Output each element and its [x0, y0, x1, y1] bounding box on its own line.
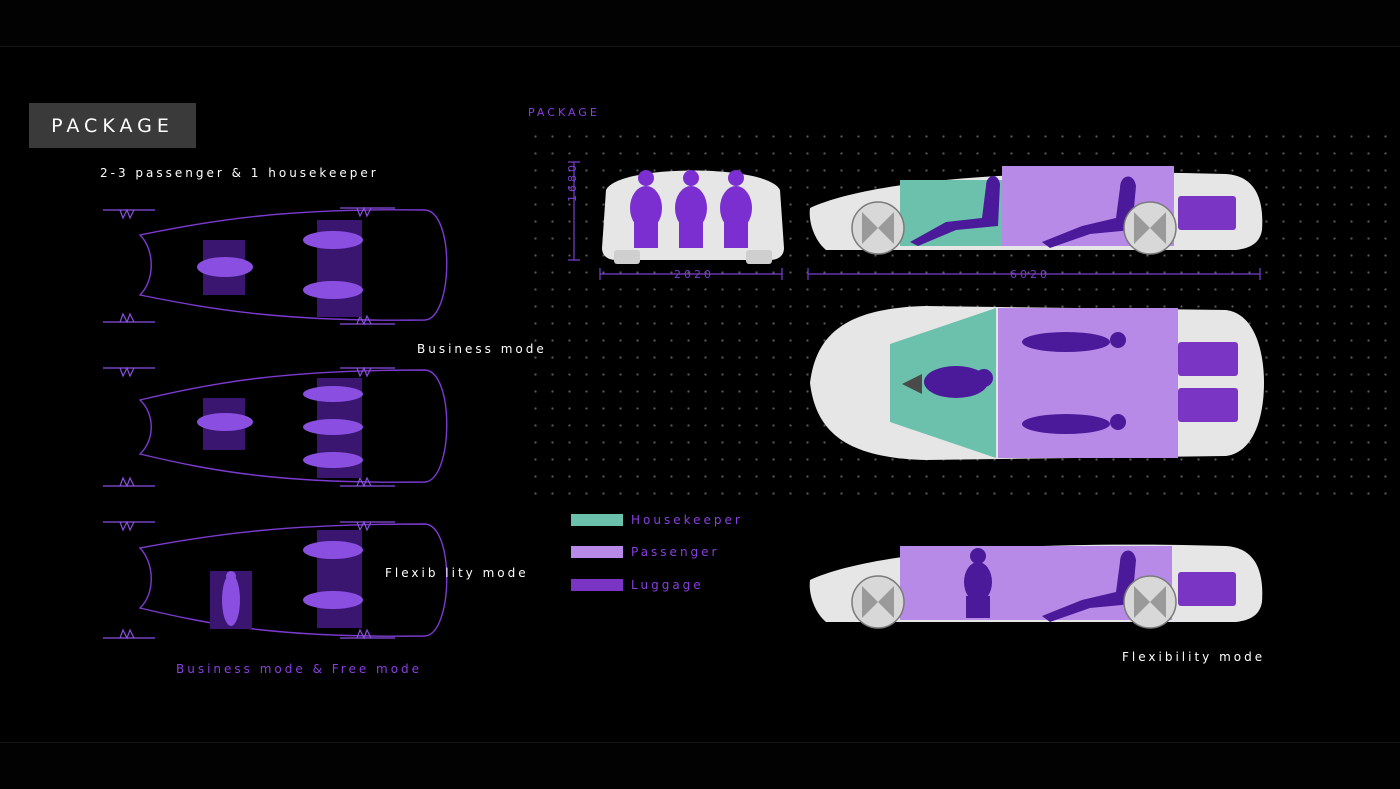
diagram-label: PACKAGE — [528, 106, 600, 119]
business-mode-label: Business mode — [417, 342, 547, 356]
legend-swatch — [571, 514, 623, 526]
legend-swatch — [571, 579, 623, 591]
legend-label: Luggage — [631, 578, 704, 592]
dimension-height: 1680 — [566, 162, 579, 202]
legend-swatch — [571, 546, 623, 558]
page-title: PACKAGE — [51, 114, 174, 137]
dimension-length: 6020 — [1010, 268, 1050, 281]
subtitle: 2-3 passenger & 1 housekeeper — [100, 166, 379, 180]
plan-flexibility-mode — [103, 520, 448, 640]
plan-business-mode-3-passengers — [103, 366, 448, 488]
side-view-flexibility-car — [809, 544, 1263, 629]
front-view-car — [602, 170, 784, 264]
legend-housekeeper: Housekeeper — [571, 513, 743, 527]
top-view-car — [810, 306, 1264, 460]
dimension-lines — [568, 161, 1261, 280]
bottom-band — [0, 742, 1400, 789]
title-badge: PACKAGE — [29, 103, 196, 148]
side-caption: Flexibility mode — [1122, 650, 1266, 664]
plan-business-mode — [103, 206, 448, 326]
side-view-business-car — [809, 166, 1263, 255]
legend-luggage: Luggage — [571, 578, 704, 592]
top-band — [0, 0, 1400, 47]
dimension-width: 2020 — [674, 268, 714, 281]
legend-label: Housekeeper — [631, 513, 743, 527]
bottom-caption: Business mode & Free mode — [176, 662, 423, 676]
legend-passenger: Passenger — [571, 545, 719, 559]
flexibility-mode-label: Flexib lity mode — [385, 566, 529, 580]
legend-label: Passenger — [631, 545, 720, 559]
